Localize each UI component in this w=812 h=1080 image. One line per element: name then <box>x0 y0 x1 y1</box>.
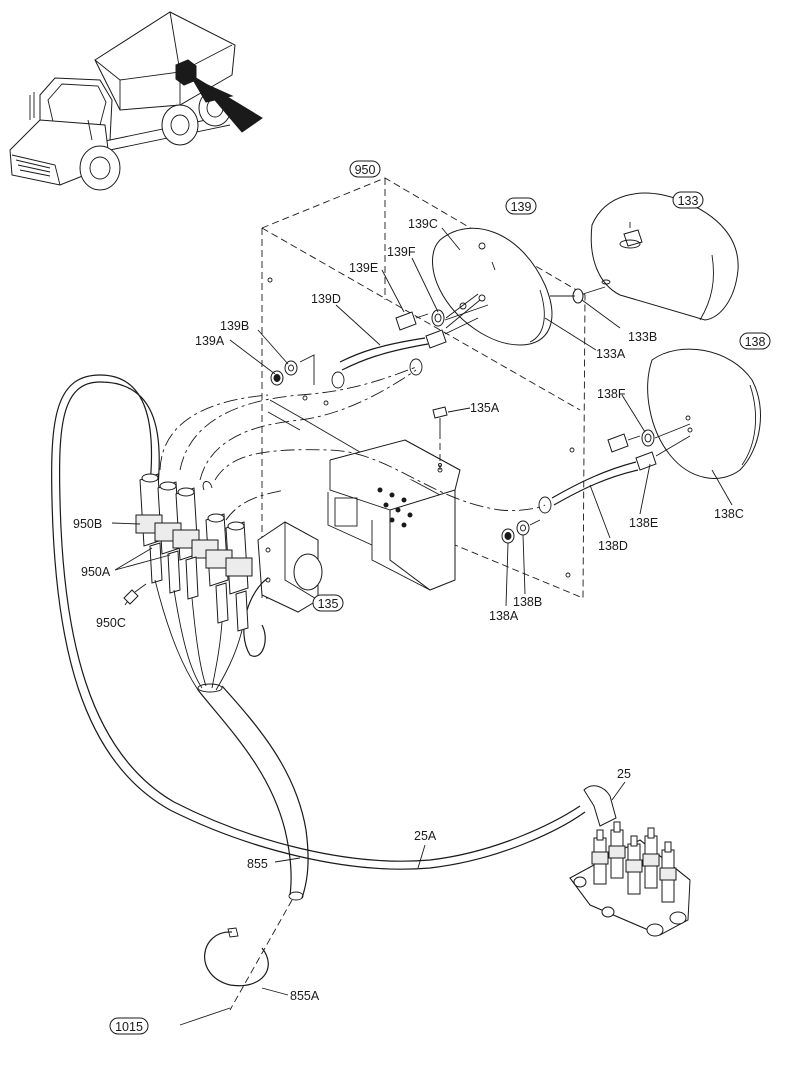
wiring-harness <box>51 366 586 1011</box>
label-133B: 133B <box>628 330 657 344</box>
callout-950: 950 <box>349 160 381 178</box>
label-139F: 139F <box>387 245 416 259</box>
part-labels: 139C 139F 139E 139D 139B 139A 133B 133A … <box>73 217 744 1003</box>
label-138C: 138C <box>714 507 744 521</box>
svg-text:133: 133 <box>678 194 699 208</box>
mounting-plate-950 <box>261 177 586 599</box>
callout-139: 139 <box>505 197 537 215</box>
callout-133: 133 <box>672 191 704 209</box>
label-855: 855 <box>247 857 268 871</box>
label-855A: 855A <box>290 989 320 1003</box>
label-25: 25 <box>617 767 631 781</box>
location-marker <box>175 59 197 86</box>
svg-text:950: 950 <box>355 163 376 177</box>
label-950B: 950B <box>73 517 102 531</box>
leader-lines <box>111 227 733 1026</box>
label-138D: 138D <box>598 539 628 553</box>
label-139E: 139E <box>349 261 378 275</box>
svg-text:135: 135 <box>318 597 339 611</box>
lamp-wiring <box>270 286 691 544</box>
dump-truck-illustration <box>9 11 263 191</box>
label-135A: 135A <box>470 401 500 415</box>
label-139D: 139D <box>311 292 341 306</box>
label-25A: 25A <box>414 829 437 843</box>
distribution-block-25 <box>569 785 691 937</box>
screw-950C <box>123 583 147 605</box>
label-950A: 950A <box>81 565 111 579</box>
hose-clamp-855A <box>204 927 269 987</box>
label-138E: 138E <box>629 516 658 530</box>
svg-text:139: 139 <box>511 200 532 214</box>
screw-135A <box>432 406 448 470</box>
label-950C: 950C <box>96 616 126 630</box>
bracket-assembly <box>327 439 461 591</box>
label-139B: 139B <box>220 319 249 333</box>
label-139C: 139C <box>408 217 438 231</box>
callout-138: 138 <box>739 332 771 350</box>
lamp-138 <box>647 348 762 479</box>
lamp-139 <box>432 227 553 346</box>
label-138F: 138F <box>597 387 626 401</box>
label-139A: 139A <box>195 334 225 348</box>
callout-1015: 1015 <box>109 1017 149 1035</box>
callout-135: 135 <box>312 594 344 612</box>
connector-block <box>135 473 253 632</box>
label-138A: 138A <box>489 609 519 623</box>
label-133A: 133A <box>596 347 626 361</box>
label-138B: 138B <box>513 595 542 609</box>
relay-unit <box>243 521 323 657</box>
svg-text:1015: 1015 <box>115 1020 143 1034</box>
lamp-cover-133 <box>590 192 739 321</box>
svg-text:138: 138 <box>745 335 766 349</box>
